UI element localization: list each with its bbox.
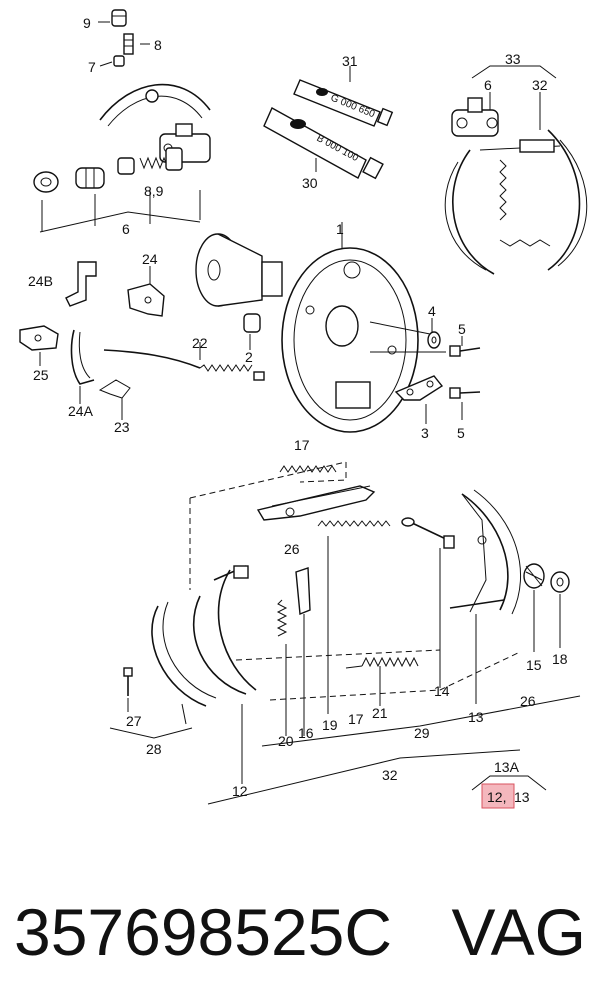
- label-8: 8: [154, 37, 162, 53]
- label-30: 30: [302, 175, 318, 191]
- label-32-top: 32: [532, 77, 548, 93]
- label-6-top: 6: [484, 77, 492, 93]
- label-3: 3: [421, 425, 429, 441]
- wheel-cylinder-assembly-part: [451, 97, 499, 137]
- backing-plate-part: [281, 247, 419, 433]
- label-14: 14: [434, 683, 450, 699]
- label-29: 29: [414, 725, 430, 741]
- bleeder-screw-part: [123, 33, 134, 55]
- bleeder-cap-part: [111, 9, 127, 27]
- label-27: 27: [126, 713, 142, 729]
- spring-21-part: [345, 656, 419, 706]
- label-16: 16: [298, 725, 314, 741]
- label-26: 26: [284, 541, 300, 557]
- spring-clip-24a-part: [70, 329, 95, 385]
- shoe-set-assembly-part: [444, 129, 588, 275]
- spring-20-part: [276, 599, 288, 736]
- highlight-box: [481, 783, 515, 809]
- bracket-24b-part: [65, 261, 97, 307]
- label-24b: 24B: [28, 273, 53, 289]
- rivet-27-part: [123, 667, 133, 696]
- exploded-parts-diagram: G 000 650 B 000 100: [19, 9, 588, 809]
- brake-shoe-12-part: [192, 565, 257, 695]
- grease-tube-part: G 000 650: [293, 79, 394, 127]
- lever-16-part: [295, 567, 311, 736]
- reference-labels: 9 8 7 31 33 6 32 30 8,9 6 1 24 24B 22 4 …: [28, 15, 568, 805]
- spring-17-part: [279, 465, 337, 473]
- label-2: 2: [245, 349, 253, 365]
- label-9: 9: [83, 15, 91, 31]
- label-7: 7: [88, 59, 96, 75]
- washer-4-part: [427, 331, 441, 349]
- cap-18-part: [550, 571, 570, 593]
- retainer-23-part: [98, 379, 131, 399]
- brake-shoe-13-part: [449, 489, 522, 615]
- clamp-plate-3-part: [394, 375, 444, 401]
- label-1: 1: [336, 221, 344, 237]
- label-21: 21: [372, 705, 388, 721]
- label-32-bottom: 32: [382, 767, 398, 783]
- label-12: 12: [232, 783, 248, 799]
- hub-part: [195, 233, 283, 307]
- part-caption: 357698525C VAG: [14, 882, 594, 982]
- label-19: 19: [322, 717, 338, 733]
- label-6: 6: [122, 221, 130, 237]
- label-4: 4: [428, 303, 436, 319]
- part-number: 357698525C: [14, 895, 393, 969]
- cylinder-internals-part: [33, 147, 183, 193]
- bolts-5-part: [449, 345, 481, 399]
- label-28: 28: [146, 741, 162, 757]
- spring-15-part: [523, 563, 545, 589]
- label-22: 22: [192, 335, 208, 351]
- brand-name: VAG: [451, 895, 586, 969]
- label-17-top: 17: [294, 437, 310, 453]
- plug-2-part: [243, 313, 261, 333]
- label-13: 13: [468, 709, 484, 725]
- adjuster-26-part: [256, 485, 376, 521]
- wheel-cylinder-part: [99, 83, 211, 163]
- label-13-small: 13: [514, 789, 530, 805]
- brake-cable-22-part: [103, 349, 265, 381]
- label-8-9: 8,9: [144, 183, 164, 199]
- label-25: 25: [33, 367, 49, 383]
- label-12-highlight: 12,: [487, 789, 506, 805]
- clip-25-part: [19, 325, 59, 351]
- pin-14-part: [401, 517, 455, 549]
- label-18: 18: [552, 651, 568, 667]
- lining-28-part: [151, 601, 217, 707]
- label-24a: 24A: [68, 403, 94, 419]
- label-5-upper: 5: [458, 321, 466, 337]
- label-26-bottom: 26: [520, 693, 536, 709]
- label-31: 31: [342, 53, 358, 69]
- bracket-24-part: [127, 283, 165, 317]
- spring-19-part: [317, 520, 391, 527]
- label-24: 24: [142, 251, 158, 267]
- label-17-bottom: 17: [348, 711, 364, 727]
- label-15: 15: [526, 657, 542, 673]
- label-13a: 13A: [494, 759, 520, 775]
- label-5-lower: 5: [457, 425, 465, 441]
- label-20: 20: [278, 733, 294, 749]
- label-23: 23: [114, 419, 130, 435]
- dust-cap-part: [113, 55, 125, 67]
- label-33: 33: [505, 51, 521, 67]
